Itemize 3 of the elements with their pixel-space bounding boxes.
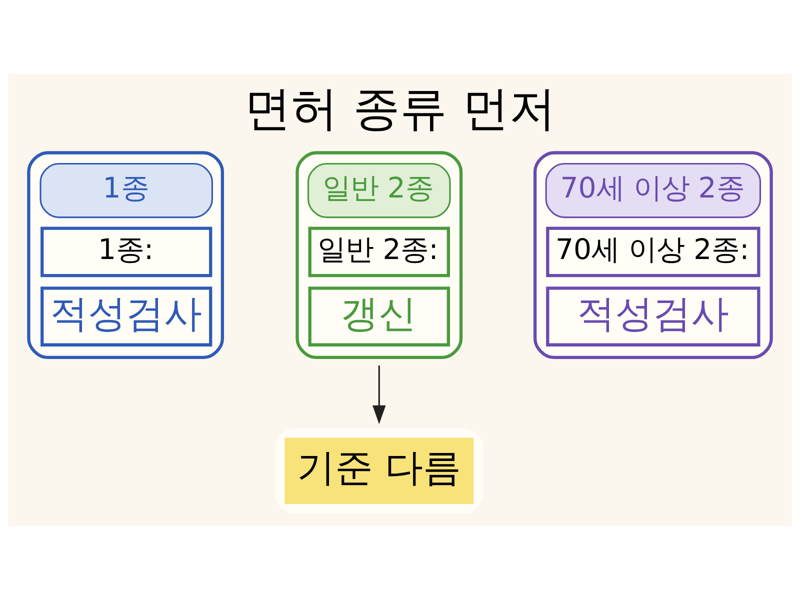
node-box: 기준 다름: [275, 428, 484, 514]
diagram-title: 면허 종류 먼저: [244, 81, 556, 136]
arrow: [372, 365, 386, 424]
